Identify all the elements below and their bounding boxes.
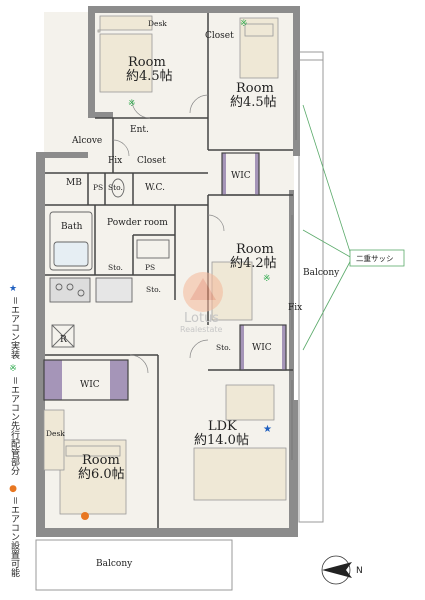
desk-top-label: Desk (148, 19, 167, 28)
room-ne-name: Room (236, 81, 274, 96)
ac-pipe-marker-nw: ※ (128, 99, 136, 109)
double-sash-label: 二重サッシ (356, 254, 394, 263)
ac-installed-marker-ldk: ★ (263, 424, 272, 435)
ps-bottom-label: PS (145, 263, 155, 272)
legend-mark-star: ★ (8, 284, 18, 294)
desk-left-label: Desk (46, 429, 65, 438)
balcony-right-outline (298, 51, 324, 523)
wic-blocks (44, 153, 286, 400)
room-mid-name: Room (236, 242, 274, 257)
sto-top-label: Sto. (108, 183, 123, 192)
compass-icon (321, 555, 352, 585)
watermark-sub: Realestate (180, 325, 223, 334)
window-sashes (291, 70, 297, 460)
balcony-right-label: Balcony (303, 268, 340, 278)
ldk-size: 約14.0帖 (194, 433, 249, 448)
ac-pipe-marker-mid: ※ (263, 274, 271, 284)
furniture (43, 15, 287, 515)
room-sw-size: 約6.0帖 (78, 467, 125, 482)
legend: ★ ＝エアコン実装 ※ ＝エアコン先行配管部分 ● ＝エアコン設置可能 (6, 284, 22, 584)
wc-label: W.C. (145, 183, 165, 193)
room-ne-size: 約4.5帖 (230, 95, 277, 110)
room-sw-name: Room (82, 453, 120, 468)
wic-mid-label: WIC (252, 343, 272, 353)
legend-mark-kome: ※ (8, 364, 18, 374)
fix-right-label: Fix (288, 303, 302, 313)
ac-possible-marker-sw (81, 512, 89, 520)
alcove-label: Alcove (71, 136, 102, 146)
ps-top-label: PS (93, 183, 103, 192)
r-mark-label: R (60, 335, 67, 345)
bath-label: Bath (61, 222, 83, 232)
fix-left-label: Fix (108, 156, 122, 166)
legend-mark-dot: ● (8, 484, 18, 494)
fixtures (49, 178, 170, 348)
watermark-logo (183, 272, 223, 312)
sto-bath-label: Sto. (108, 263, 123, 272)
door-swings (112, 94, 225, 374)
ac-pipe-marker-ne: ※ (240, 19, 248, 29)
wic-left-label: WIC (80, 380, 100, 390)
wic-top-label: WIC (231, 171, 251, 181)
powder-room-label: Powder room (107, 218, 168, 228)
mb-label: MB (66, 178, 82, 188)
wic-mid-box (239, 324, 287, 371)
legend-item-ac-possible: ● ＝エアコン設置可能 (6, 484, 22, 584)
ent-label: Ent. (130, 125, 149, 135)
ldk-name: LDK (208, 419, 237, 434)
room-nw-size: 約4.5帖 (126, 69, 173, 84)
balcony-bottom-outline (35, 539, 233, 591)
double-sash-box (349, 249, 405, 267)
north-label: N (356, 566, 363, 576)
legend-item-ac-installed: ★ ＝エアコン実装 (6, 284, 22, 364)
balcony-bottom-label: Balcony (96, 559, 133, 569)
legend-item-ac-pipe: ※ ＝エアコン先行配管部分 (6, 364, 22, 484)
legend-text-ac-installed: ＝エアコン実装 (9, 296, 19, 360)
watermark-brand: Lotus (184, 311, 219, 326)
legend-text-ac-possible: ＝エアコン設置可能 (9, 496, 19, 578)
closet-top-label: Closet (205, 31, 234, 41)
double-sash-guides (302, 104, 353, 351)
sto-kitchen-label: Sto. (146, 285, 161, 294)
wic-top-box (221, 152, 260, 196)
closet-mid-label: Closet (137, 156, 166, 166)
room-nw-name: Room (128, 55, 166, 70)
legend-text-ac-pipe: ＝エアコン先行配管部分 (9, 376, 19, 476)
sto-ldk-label: Sto. (216, 343, 231, 352)
wic-left-box (43, 359, 129, 401)
room-mid-size: 約4.2帖 (230, 256, 277, 271)
